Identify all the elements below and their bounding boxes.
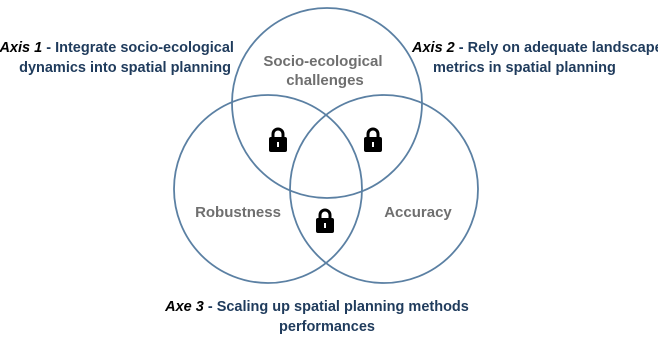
axis1-text: Axis 1 - Integrate socio-ecological dyna… (0, 40, 238, 76)
axis1-prefix: Axis 1 (0, 40, 42, 56)
axis1-title-line2: dynamics into spatial planning (19, 60, 231, 76)
axis1-title-line1: Integrate socio-ecological (55, 40, 234, 56)
axis3-separator: - (204, 299, 217, 315)
left-circle (173, 94, 363, 284)
axis2-prefix: Axis 2 (411, 40, 455, 56)
top-circle-label: Socio-ecological challenges (263, 53, 386, 89)
top-circle-label-line2: challenges (286, 72, 364, 89)
axis3-title-line2: performances (279, 319, 375, 335)
lock-icon (315, 208, 335, 233)
axis2-separator: - (455, 40, 468, 56)
axis2-title-line1: Rely on adequate landscape (468, 40, 658, 56)
axis2-title-line2: metrics in spatial planning (433, 60, 616, 76)
top-circle-label-line1: Socio-ecological (263, 53, 382, 70)
right-circle-label: Accuracy (384, 204, 452, 221)
top-circle (231, 7, 423, 199)
left-circle-label: Robustness (195, 204, 281, 221)
axis3-prefix: Axe 3 (164, 299, 204, 315)
lock-icon (363, 127, 383, 152)
axis2-text: Axis 2 - Rely on adequate landscape metr… (411, 40, 658, 76)
lock-icon (268, 127, 288, 152)
axis1-separator: - (42, 40, 55, 56)
right-circle (289, 94, 479, 284)
axis3-title-line1: Scaling up spatial planning methods (217, 299, 469, 315)
axis3-text: Axe 3 - Scaling up spatial planning meth… (164, 299, 473, 335)
